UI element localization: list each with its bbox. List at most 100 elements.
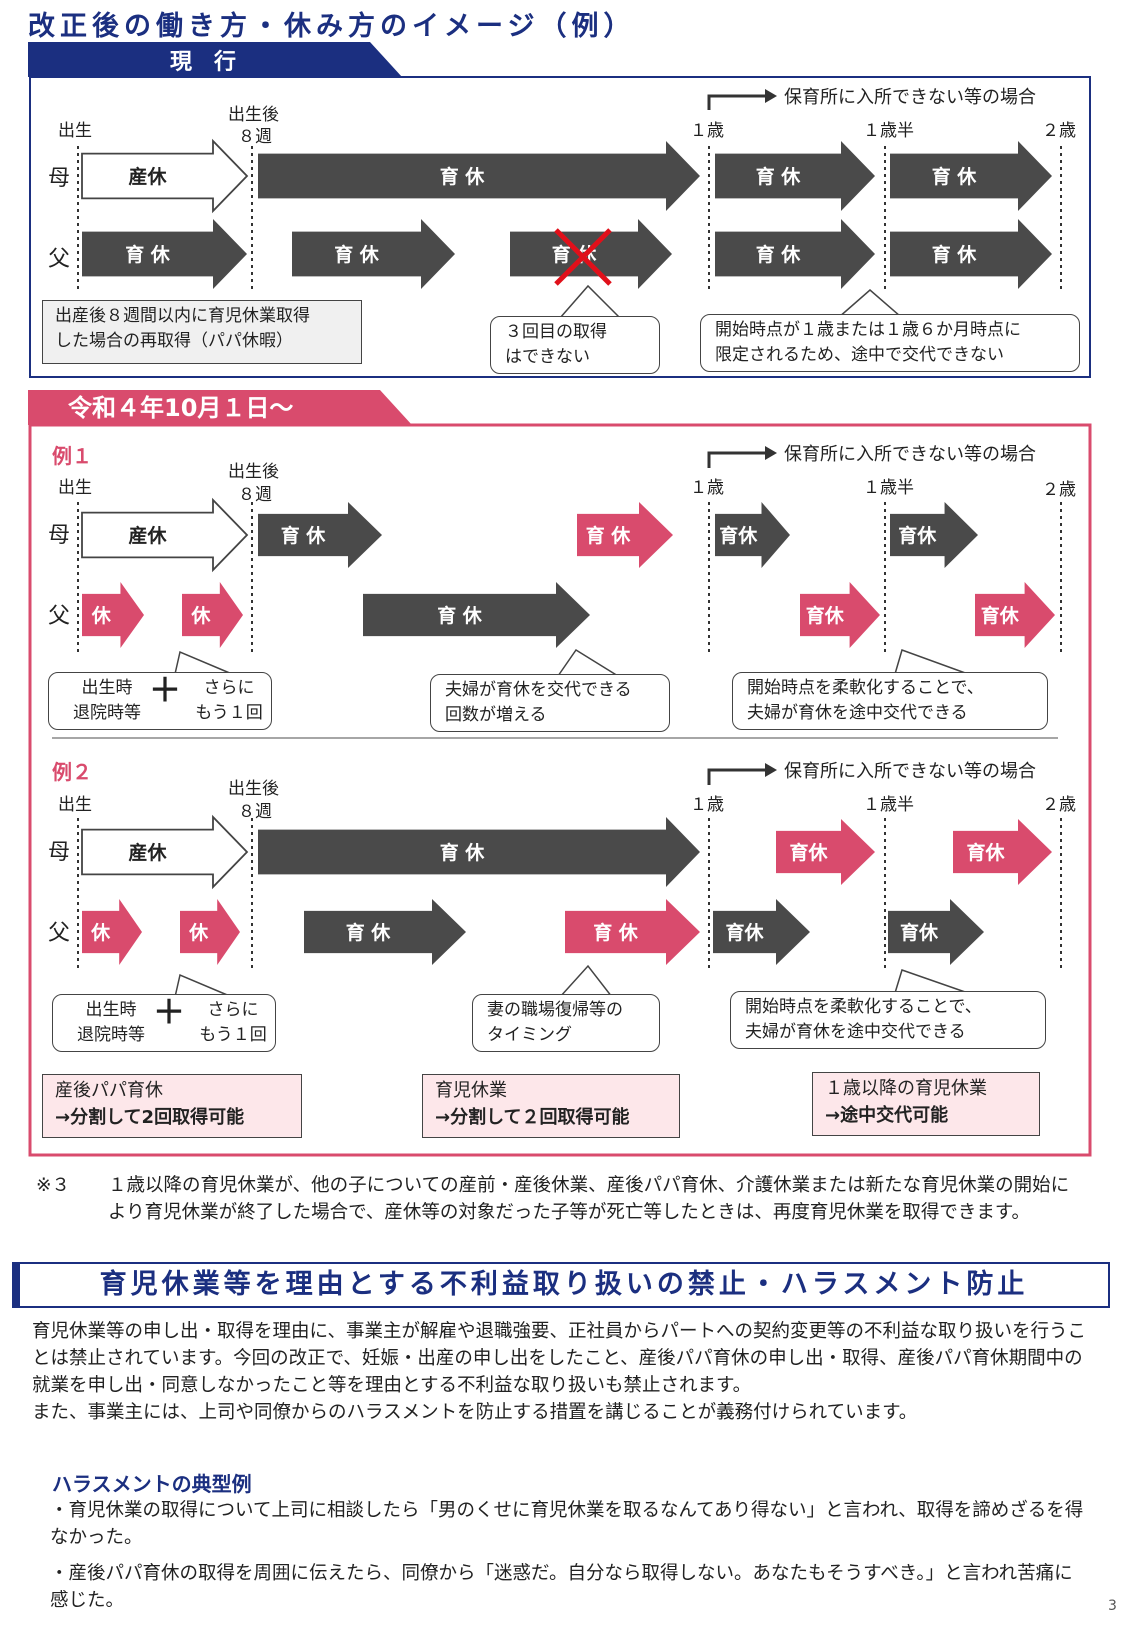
example2-label: 例２ <box>52 760 92 784</box>
ex1-father-1y <box>800 582 880 648</box>
callout-birth-plus-ex2: 出生時退院時等 ＋ さらにもう１回 <box>52 994 276 1052</box>
cur-mother-1y <box>715 141 875 211</box>
label-after-birth-ex1: 出生後 <box>228 462 279 482</box>
ex1-mother-1y <box>715 502 790 568</box>
cur-mother-childcare-label: 育 休 <box>440 165 486 188</box>
row-father-ex1: 父 <box>48 604 71 629</box>
cur-father-15y <box>890 219 1052 289</box>
page-number: 3 <box>1108 1598 1117 1614</box>
timeline-diagram: 現 行 令和４年10月１日～ 産休育 休育 休育 休育 休育 休育 休育 <box>28 42 1092 1157</box>
cur-father-3 <box>510 219 672 289</box>
label-after-birth: 出生後 <box>228 105 279 125</box>
new-header-band <box>28 390 412 425</box>
label-birth-ex2: 出生 <box>58 795 92 815</box>
label-1-5year-ex1: １歳半 <box>863 478 914 498</box>
ex2-father-short1-label: 休 <box>90 922 111 944</box>
ex1-father-15y <box>975 582 1055 648</box>
ex2-father-short2 <box>180 899 240 965</box>
current-header-text: 現 行 <box>170 49 236 75</box>
red-x-mark <box>554 228 612 286</box>
cur-father-1y-label: 育 休 <box>756 243 802 266</box>
summary-childcare-leave: 育児休業→分割して２回取得可能 <box>422 1074 680 1138</box>
ex1-mother-childcare <box>258 502 382 568</box>
cur-mother-15y <box>890 141 1052 211</box>
ex1-mother-pink-label: 育 休 <box>586 524 632 547</box>
label-nursery-note-ex1: 保育所に入所できない等の場合 <box>784 444 1036 465</box>
ex2-father-1y-label: 育休 <box>725 921 764 944</box>
ex2-father-childcare-label: 育 休 <box>346 921 392 944</box>
ex2-mother-15y <box>953 819 1052 885</box>
cur-mother-maternity-label: 産休 <box>128 165 167 188</box>
ex2-father-pink <box>565 899 700 965</box>
label-1-5year-ex2: １歳半 <box>863 795 914 815</box>
ex2-mother-15y-label: 育休 <box>966 841 1005 864</box>
label-1-5year: １歳半 <box>863 121 914 141</box>
label-nursery-note-ex2: 保育所に入所できない等の場合 <box>784 761 1036 782</box>
row-father-ex2: 父 <box>48 921 71 946</box>
label-nursery-note: 保育所に入所できない等の場合 <box>784 87 1036 108</box>
harassment-examples-title: ハラスメントの典型例 <box>52 1472 252 1496</box>
row-father: 父 <box>48 247 71 272</box>
ex2-father-1y <box>713 899 810 965</box>
ex2-father-pink-label: 育 休 <box>593 921 639 944</box>
harassment-example-2: ・産後パパ育休の取得を周囲に伝えたら、同僚から「迷惑だ。自分なら取得しない。あな… <box>50 1563 1073 1611</box>
example1-label: 例１ <box>52 444 92 468</box>
ex2-father-short1 <box>82 899 142 965</box>
label-1year-ex1: １歳 <box>690 478 724 498</box>
ex1-father-1y-label: 育休 <box>806 604 845 627</box>
cur-mother-maternity <box>81 138 249 214</box>
ex1-mother-pink <box>577 502 673 568</box>
ex2-father-15y <box>888 899 984 965</box>
callout-birth-plus-ex1: 出生時退院時等 ＋ さらにもう１回 <box>48 672 272 730</box>
cur-father-2-label: 育 休 <box>334 243 380 266</box>
cur-father-2 <box>292 219 455 289</box>
summary-after-1year: １歳以降の育児休業→途中交代可能 <box>812 1072 1040 1136</box>
cur-mother-childcare <box>258 141 700 211</box>
bent-arrow-heads <box>765 89 777 777</box>
callout-return-timing: 妻の職場復帰等のタイミング <box>472 994 660 1052</box>
label-birth-ex1: 出生 <box>58 478 92 498</box>
ex2-mother-maternity-label: 産休 <box>128 841 167 864</box>
dotted-lines <box>77 146 1062 972</box>
label-1year-ex2: １歳 <box>690 795 724 815</box>
ex2-father-short2-label: 休 <box>188 922 209 944</box>
footnote-3: ※３ １歳以降の育児休業が、他の子についての産前・産後休業、産後パパ育休、介護休… <box>36 1175 1070 1223</box>
row-mother: 母 <box>48 166 71 191</box>
callout-flex-ex1: 開始時点を柔軟化することで、夫婦が育休を途中交代できる <box>732 672 1048 730</box>
cur-mother-15y-label: 育 休 <box>932 165 978 188</box>
callout-pointers <box>174 284 969 998</box>
callout-fixed-start: 開始時点が１歳または１歳６か月時点に限定されるため、途中で交代できない <box>700 314 1080 372</box>
ex1-father-childcare-label: 育 休 <box>437 604 483 627</box>
cur-father-1 <box>82 219 247 289</box>
ex1-mother-1y-label: 育休 <box>719 524 758 547</box>
label-8weeks-ex2: ８週 <box>238 802 272 822</box>
label-8weeks: ８週 <box>238 127 272 147</box>
ex1-father-short2-label: 休 <box>190 605 211 627</box>
ex1-mother-15y-label: 育休 <box>898 524 937 547</box>
ex1-mother-maternity-label: 産休 <box>128 524 167 547</box>
label-1year: １歳 <box>690 121 724 141</box>
cur-father-1-label: 育 休 <box>125 243 171 266</box>
summary-papa-leave: 産後パパ育休→分割して2回取得可能 <box>42 1074 302 1138</box>
ex1-father-short2 <box>182 582 243 648</box>
ex1-father-childcare <box>363 582 590 648</box>
harassment-example-1: ・育児休業の取得について上司に相談したら「男のくせに育児休業を取るなんてあり得な… <box>50 1500 1084 1548</box>
ex2-father-15y-label: 育休 <box>900 921 939 944</box>
ex2-father-childcare <box>304 899 466 965</box>
label-2year-ex2: ２歳 <box>1042 795 1076 815</box>
cur-mother-1y-label: 育 休 <box>756 165 802 188</box>
callout-papa-leave: 出産後８週間以内に育児休業取得した場合の再取得（パパ休暇） <box>42 300 362 364</box>
ex2-mother-1y <box>776 819 875 885</box>
ex1-mother-childcare-label: 育 休 <box>281 524 327 547</box>
callout-swap-count: 夫婦が育休を交代できる回数が増える <box>430 674 670 732</box>
ex1-father-short1 <box>82 582 144 648</box>
ex2-mother-childcare-label: 育 休 <box>440 841 486 864</box>
section2-title: 育児休業等を理由とする不利益取り扱いの禁止・ハラスメント防止 <box>12 1262 1110 1308</box>
ex1-mother-15y <box>890 502 978 568</box>
current-header-band <box>28 42 402 77</box>
label-2year-ex1: ２歳 <box>1042 480 1076 500</box>
ex1-mother-maternity <box>81 497 249 573</box>
section2-body: 育児休業等の申し出・取得を理由に、事業主が解雇や退職強要、正社員からパートへの契… <box>32 1321 1086 1423</box>
label-after-birth-ex2: 出生後 <box>228 779 279 799</box>
row-mother-ex2: 母 <box>48 840 71 865</box>
